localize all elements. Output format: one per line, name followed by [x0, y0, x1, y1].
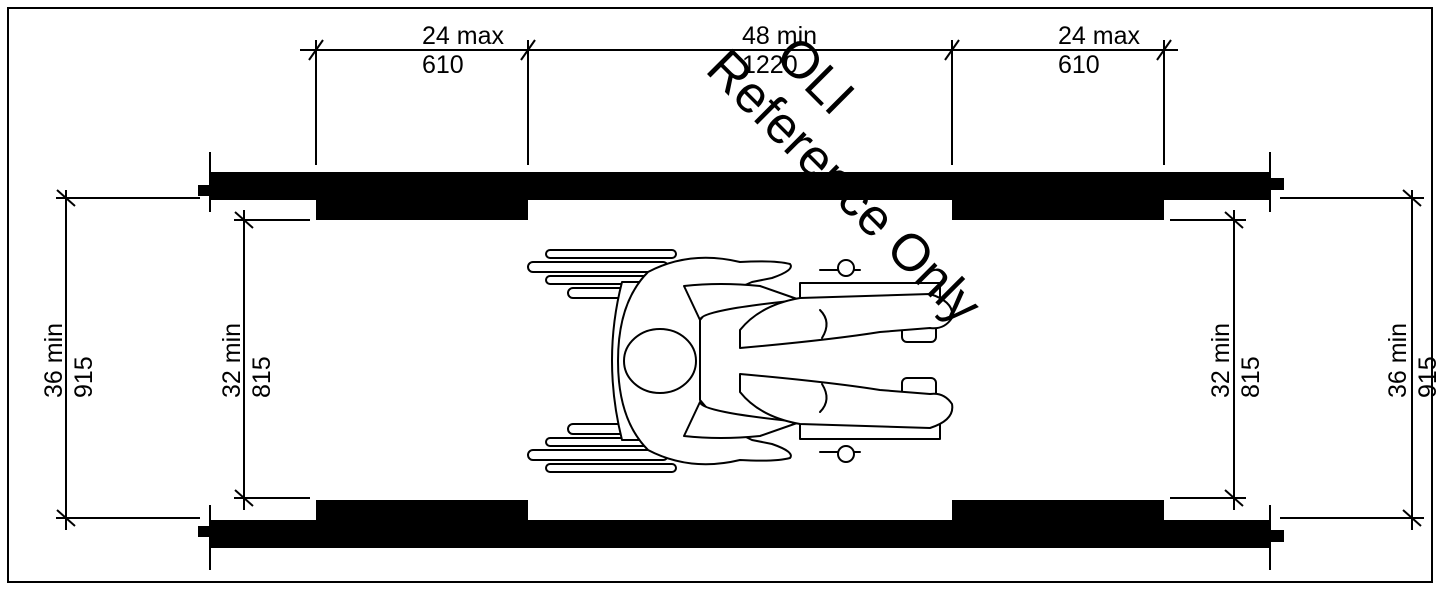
- dim-top-left-metric: 610: [422, 51, 464, 79]
- side-dimension-lines: [56, 189, 1424, 530]
- dim-inner-left-imperial: 32 min: [218, 323, 246, 398]
- protrusion-top-right: [952, 196, 1164, 220]
- dim-inner-left-metric: 815: [248, 356, 276, 398]
- dim-inner-right-metric: 815: [1237, 356, 1265, 398]
- dim-inner-right-imperial: 32 min: [1207, 323, 1235, 398]
- wheelchair-user-figure: [527, 249, 954, 473]
- dim-top-center-imperial: 48 min: [742, 22, 817, 50]
- dim-top-center-metric: 1220: [742, 51, 798, 79]
- dim-outer-left-imperial: 36 min: [40, 323, 68, 398]
- protrusion-top-left: [316, 196, 528, 220]
- top-dimension-labels: 24 max 610 48 min 1220 24 max 610: [422, 22, 1140, 79]
- top-wall: [198, 152, 1284, 212]
- dim-outer-right-imperial: 36 min: [1384, 323, 1412, 398]
- dim-top-right-metric: 610: [1058, 51, 1100, 79]
- dim-outer-left-metric: 915: [70, 356, 98, 398]
- protrusion-bottom-left: [316, 500, 528, 524]
- bottom-wall: [198, 505, 1284, 570]
- dim-outer-right-metric: 915: [1414, 356, 1440, 398]
- side-dimension-labels: 36 min 915 32 min 815 32 min 815 36 min …: [40, 323, 1440, 398]
- dim-top-left-imperial: 24 max: [422, 22, 504, 50]
- figure-frame: [7, 7, 1433, 583]
- dim-top-right-imperial: 24 max: [1058, 22, 1140, 50]
- protrusion-bottom-right: [952, 500, 1164, 524]
- top-dimension-line: [300, 39, 1178, 165]
